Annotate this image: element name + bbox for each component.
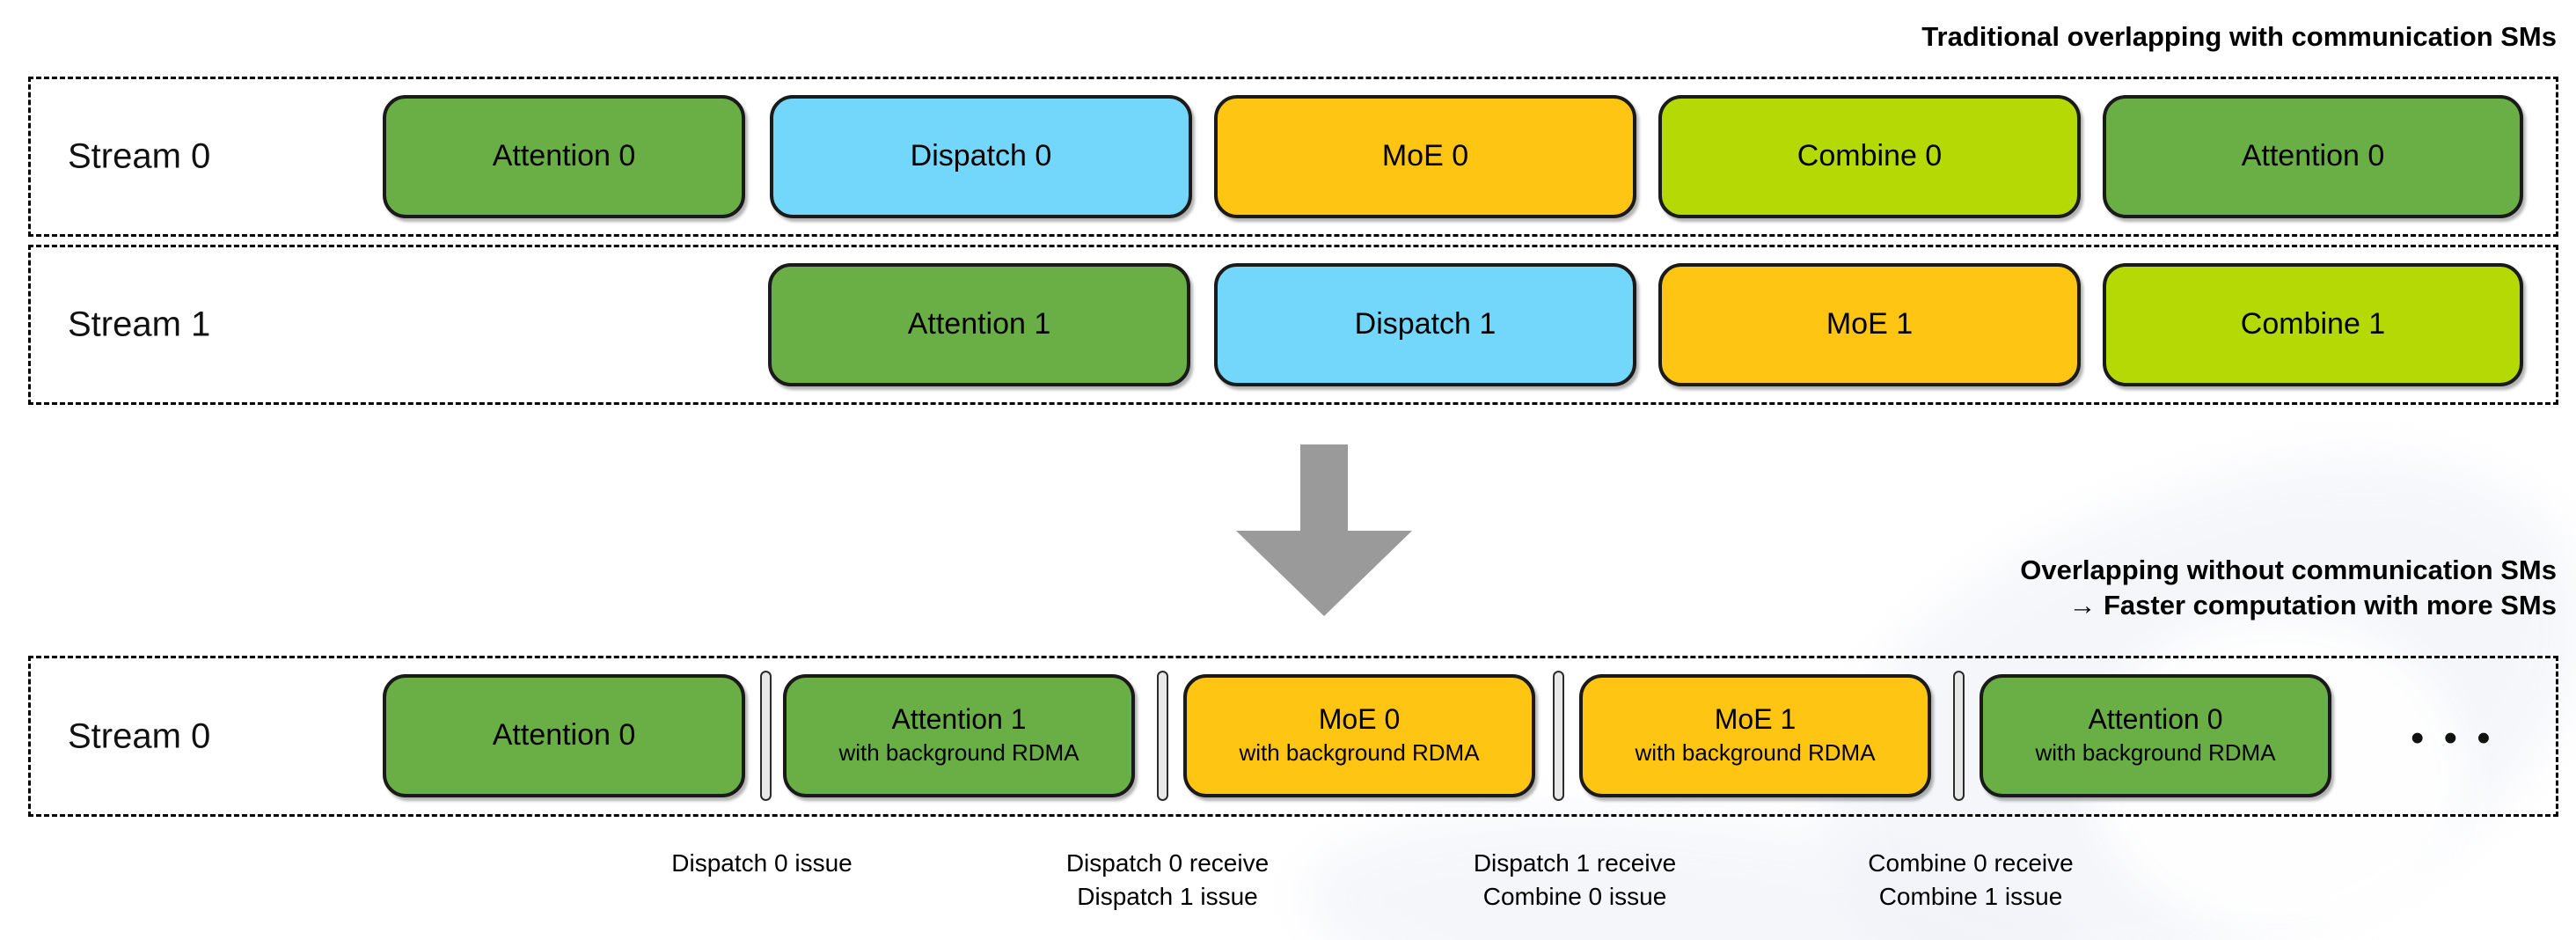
- kernel-block-label: Attention 0: [2088, 703, 2223, 736]
- event-annotation-2: Dispatch 1 receive Combine 0 issue: [1473, 849, 1677, 910]
- stream-row-traditional-0: Stream 0: [28, 77, 2558, 237]
- kernel-separator-bar-0: [760, 671, 772, 801]
- traditional-section-title: Traditional overlapping with communicati…: [1921, 21, 2557, 52]
- event-annotation-3: Combine 0 receive Combine 1 issue: [1868, 849, 2074, 910]
- kernel-block-label: Dispatch 0: [910, 139, 1052, 173]
- kernel-block-attention-traditional-0-4[interactable]: Attention 0: [2103, 95, 2523, 218]
- kernel-separator-bar-1: [1157, 671, 1168, 801]
- stream-label-traditional-0: Stream 0: [68, 136, 211, 176]
- kernel-block-sublabel: with background RDMA: [2035, 738, 2276, 766]
- kernel-block-combine-traditional-0-3[interactable]: Combine 0: [1658, 95, 2081, 218]
- kernel-block-dispatch-traditional-0-1[interactable]: Dispatch 0: [770, 95, 1192, 218]
- kernel-block-label: Attention 0: [492, 718, 636, 753]
- kernel-block-sublabel: with background RDMA: [838, 738, 1079, 766]
- stream-label-fused-0: Stream 0: [68, 716, 211, 755]
- kernel-block-attention-traditional-0-0[interactable]: Attention 0: [383, 95, 745, 218]
- kernel-block-attention-fused-0-0[interactable]: Attention 0: [383, 674, 745, 797]
- kernel-block-label: MoE 1: [1714, 703, 1797, 736]
- stream-label-traditional-1: Stream 1: [68, 305, 211, 344]
- kernel-block-label: Attention 0: [2241, 139, 2385, 173]
- event-annotation-1: Dispatch 0 receive Dispatch 1 issue: [1065, 849, 1270, 910]
- kernel-separator-bar-2: [1553, 671, 1564, 801]
- fused-section-title: Overlapping without communication SMs → …: [2020, 554, 2557, 621]
- kernel-block-label: Attention 1: [907, 307, 1051, 341]
- kernel-block-sublabel: with background RDMA: [1239, 738, 1480, 766]
- kernel-block-attention-traditional-1-0[interactable]: Attention 1: [768, 263, 1190, 386]
- kernel-block-label: Combine 1: [2240, 307, 2386, 341]
- kernel-block-label: MoE 0: [1381, 139, 1469, 173]
- kernel-block-moe-traditional-0-2[interactable]: MoE 0: [1214, 95, 1636, 218]
- event-annotation-0: Dispatch 0 issue: [671, 849, 853, 877]
- kernel-block-moe-traditional-1-2[interactable]: MoE 1: [1658, 263, 2081, 386]
- kernel-block-sublabel: with background RDMA: [1635, 738, 1876, 766]
- kernel-block-combine-traditional-1-3[interactable]: Combine 1: [2103, 263, 2523, 386]
- kernel-block-dispatch-traditional-1-1[interactable]: Dispatch 1: [1214, 263, 1636, 386]
- down-arrow-icon: [1236, 444, 1412, 616]
- kernel-block-label: MoE 1: [1826, 307, 1914, 341]
- kernel-block-label: MoE 0: [1318, 703, 1401, 736]
- continuation-ellipsis: • • •: [2411, 716, 2495, 760]
- kernel-block-label: Attention 0: [492, 139, 636, 173]
- kernel-block-label: Combine 0: [1797, 139, 1943, 173]
- kernel-separator-bar-3: [1953, 671, 1965, 801]
- stream-row-traditional-1: Stream 1: [28, 245, 2558, 405]
- kernel-block-label: Attention 1: [891, 703, 1027, 736]
- kernel-block-label: Dispatch 1: [1354, 307, 1497, 341]
